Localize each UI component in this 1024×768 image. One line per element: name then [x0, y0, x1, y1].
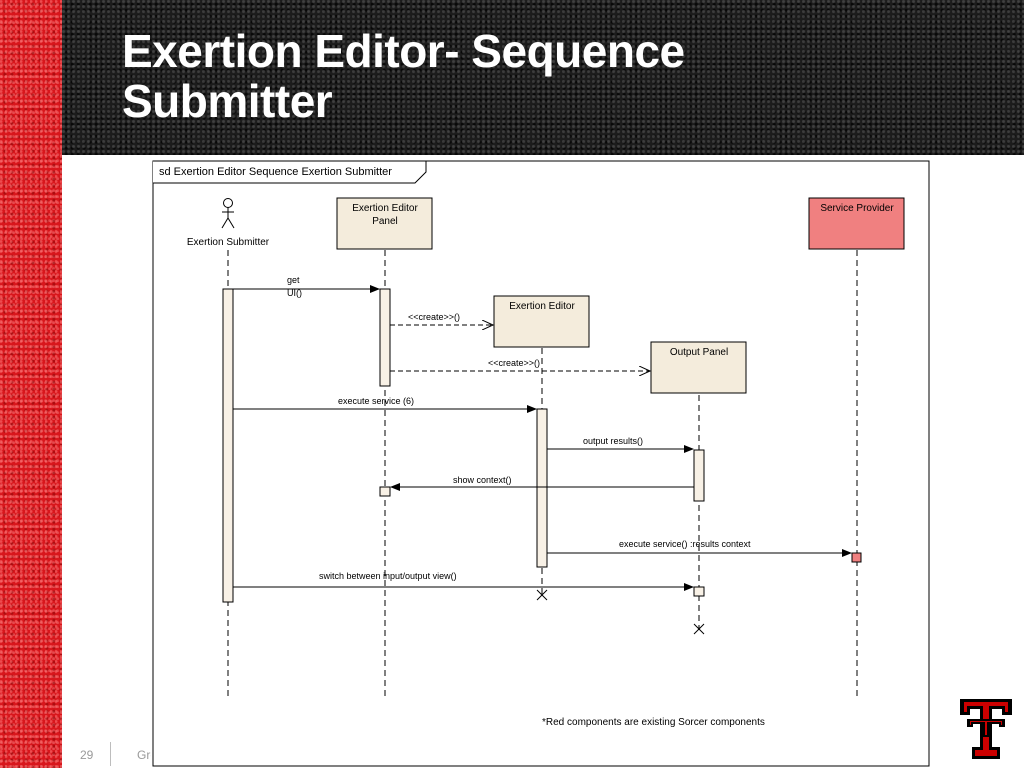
activation-panel: [379, 288, 391, 387]
actor-label: Exertion Submitter: [187, 237, 270, 248]
participant-service-provider: [808, 197, 905, 250]
participant-panel-label-2: Panel: [372, 216, 398, 227]
slide-title: Exertion Editor- Sequence Submitter: [122, 26, 882, 126]
message-get-ui-label-2: UI(): [287, 288, 302, 298]
title-banner: [62, 0, 1024, 155]
page-number: 29: [80, 748, 94, 762]
activation-output-panel: [693, 449, 705, 502]
message-execute-service-results-label: execute service() :results context: [619, 539, 751, 549]
participant-editor-label: Exertion Editor: [509, 301, 575, 312]
left-decorative-strip: [0, 0, 62, 768]
actor-stick-figure-icon: [221, 198, 235, 229]
frame-label-tab: [153, 160, 427, 184]
legend-note: *Red components are existing Sorcer comp…: [542, 717, 765, 728]
participant-output-panel: [650, 341, 747, 394]
frame-label: sd Exertion Editor Sequence Exertion Sub…: [159, 166, 392, 178]
destroy-editor-icon: [536, 589, 548, 601]
title-line-2: Submitter: [122, 75, 333, 127]
university-logo-icon: [960, 699, 1012, 759]
footer-divider: [110, 742, 111, 766]
activation-editor: [536, 408, 548, 568]
participant-panel-label-1: Exertion Editor: [352, 203, 418, 214]
activation-panel-show: [379, 486, 391, 497]
sequence-diagram: sd Exertion Editor Sequence Exertion Sub…: [152, 160, 930, 767]
footer-text: Gre: [137, 748, 151, 762]
message-output-results-label: output results(): [583, 436, 643, 446]
message-get-ui-label-1: get: [287, 275, 300, 285]
title-line-1: Exertion Editor- Sequence: [122, 25, 685, 77]
message-switch-view-label: switch between input/output view(): [319, 571, 457, 581]
participant-service-provider-label: Service Provider: [820, 203, 894, 214]
activation-output-panel-switch: [693, 586, 705, 597]
participant-output-panel-label: Output Panel: [670, 347, 728, 358]
activation-service-provider: [851, 552, 862, 563]
participant-exertion-editor-panel: [336, 197, 433, 250]
message-show-context-label: show context(): [453, 475, 512, 485]
participant-exertion-editor: [493, 295, 590, 348]
message-execute-service-label: execute service (6): [338, 396, 414, 406]
destroy-output-panel-icon: [693, 623, 705, 635]
message-create-output-label: <<create>>(): [488, 358, 540, 368]
message-create-editor-label: <<create>>(): [408, 312, 460, 322]
activation-submitter: [222, 288, 234, 603]
